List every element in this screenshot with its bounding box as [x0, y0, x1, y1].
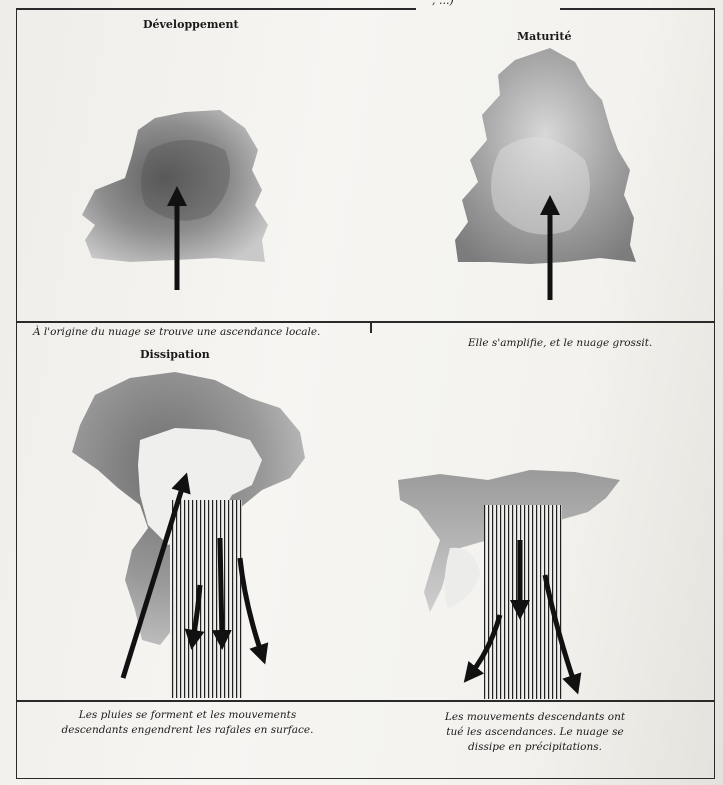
cloud-maturity — [455, 48, 636, 264]
downdraft-arrow-center — [220, 538, 222, 640]
rain-shaft-dissipation — [170, 500, 242, 698]
cloud-final — [398, 470, 620, 699]
cloud-dissipation — [72, 372, 305, 698]
downdraft-arrow-right — [240, 558, 262, 655]
